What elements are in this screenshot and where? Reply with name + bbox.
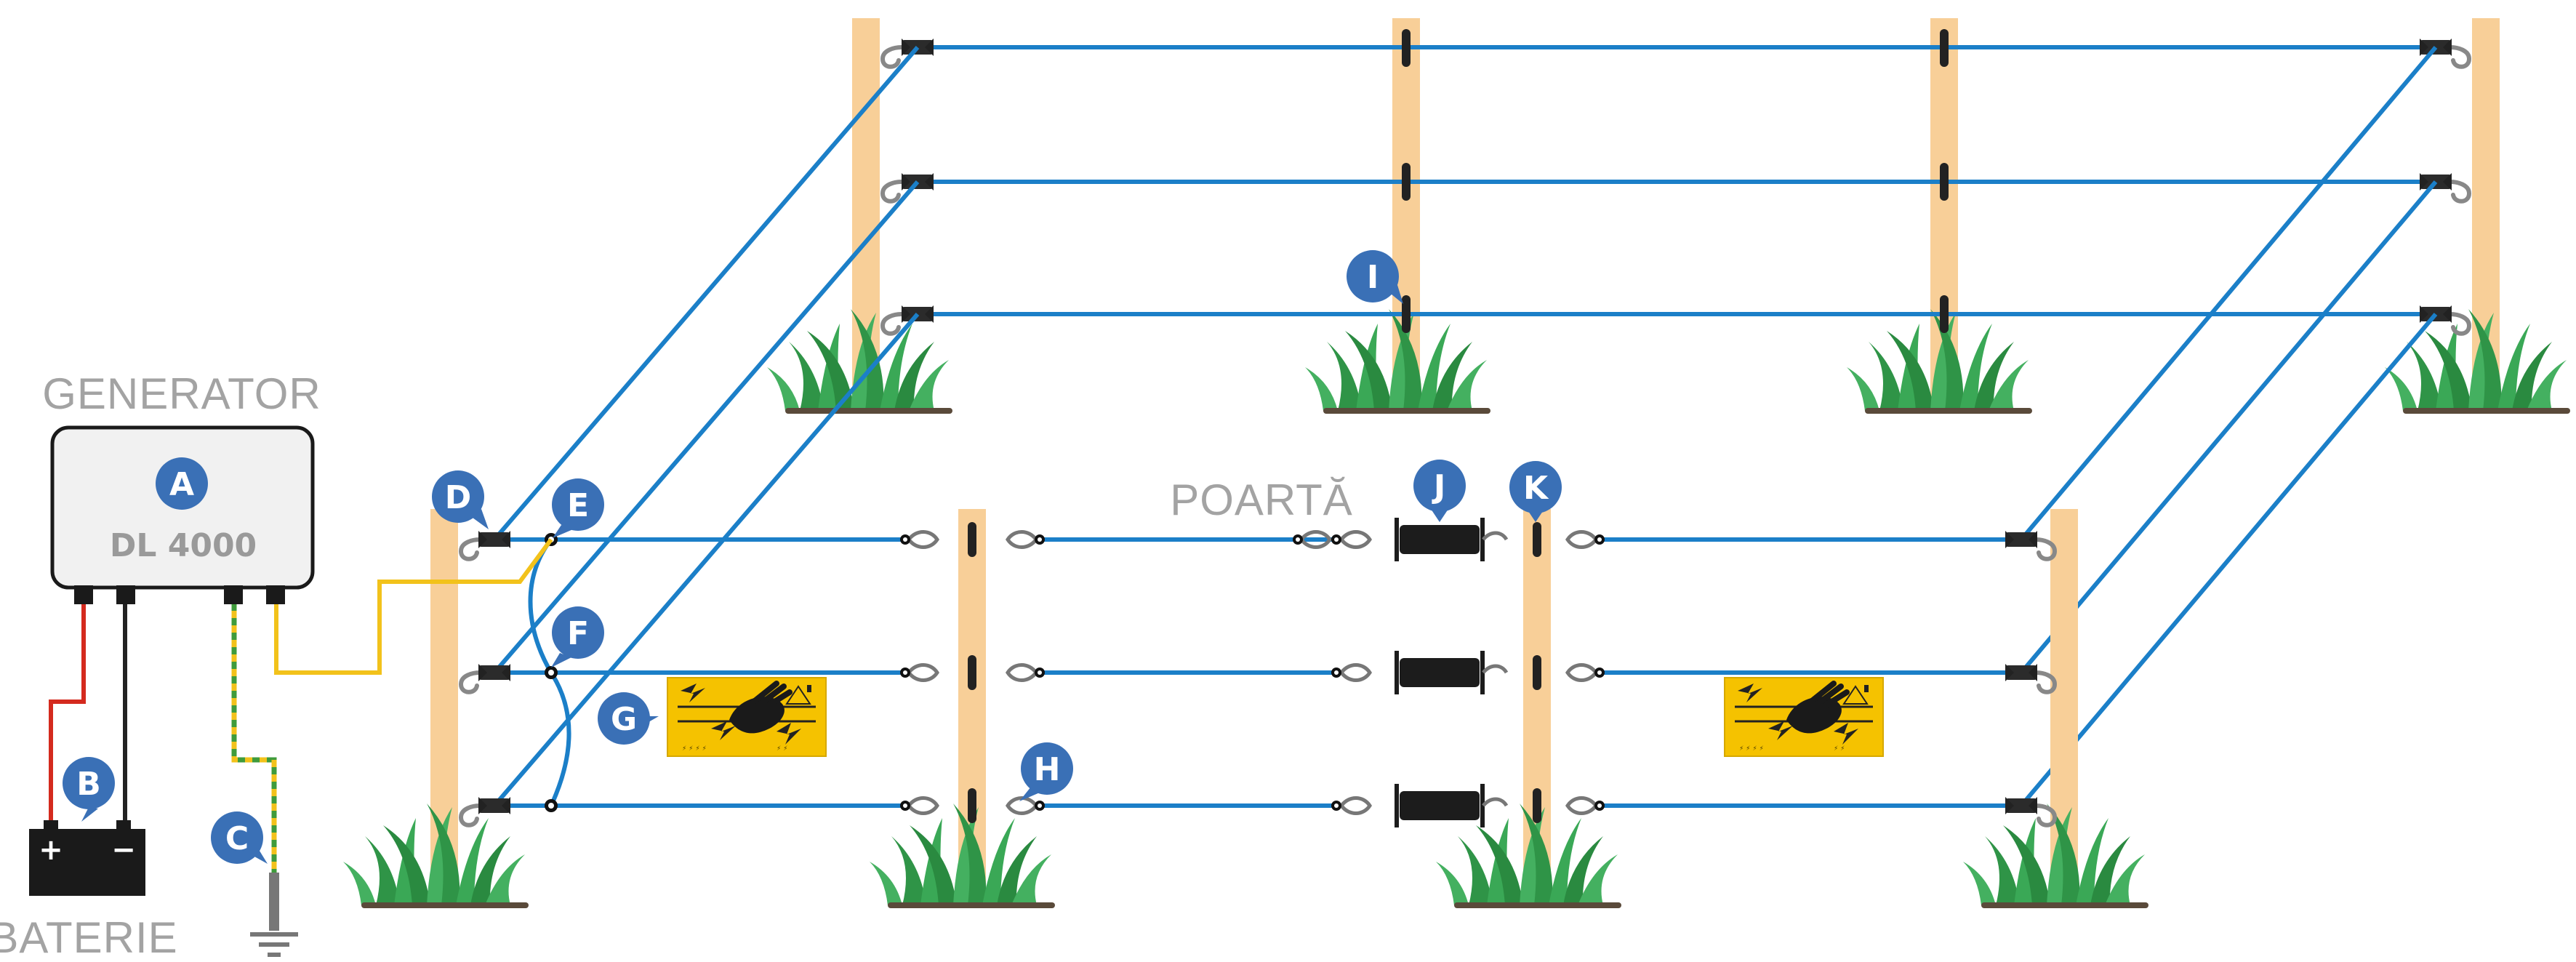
warning-sign-right (1725, 678, 1883, 756)
back-grass (767, 309, 2570, 414)
warning-sign-left (667, 678, 826, 756)
svg-text:E: E (567, 487, 589, 524)
callouts: A B C D E F G (63, 250, 1562, 864)
svg-text:C: C (225, 820, 249, 857)
callout-h: H (1019, 742, 1073, 801)
side-wires (492, 46, 2438, 807)
callout-i: I (1347, 250, 1403, 304)
generator-model: DL 4000 (110, 527, 257, 564)
svg-text:J: J (1432, 468, 1445, 505)
callout-a: A (156, 457, 208, 510)
battery-minus: − (111, 833, 136, 867)
svg-text:G: G (611, 701, 637, 738)
callout-j: J (1413, 460, 1466, 522)
ground-rod (250, 873, 298, 957)
fence-lead-wire (274, 538, 553, 675)
callout-e: E (552, 478, 604, 538)
battery-plus-lead (49, 596, 86, 829)
gate-handles (1293, 518, 1509, 827)
svg-text:A: A (169, 466, 194, 503)
callout-b: B (63, 757, 115, 822)
callout-d: D (432, 470, 489, 529)
svg-text:H: H (1034, 751, 1061, 788)
back-wires (918, 45, 2436, 316)
svg-text:D: D (445, 479, 472, 516)
svg-text:I: I (1367, 259, 1379, 296)
svg-text:K: K (1523, 470, 1549, 507)
front-wires (494, 537, 2021, 808)
generator-label: GENERATOR (42, 369, 321, 418)
ground-lead (231, 596, 277, 873)
post3-connectors (1533, 522, 1605, 823)
front-fence (343, 509, 2148, 908)
front-left-insulators (461, 531, 510, 825)
callout-g: G (598, 692, 659, 745)
back-insulators-left (883, 39, 934, 334)
post2-connectors (900, 522, 1045, 823)
callout-f: F (551, 606, 604, 668)
back-fence (767, 18, 2570, 414)
battery-label: BATERIE (0, 913, 178, 962)
svg-text:F: F (567, 615, 589, 652)
front-right-insulators (2005, 531, 2055, 825)
back-insulators-right (2420, 39, 2469, 334)
svg-text:B: B (76, 766, 101, 803)
callout-c: C (211, 811, 268, 864)
line-insulators (1402, 29, 1949, 333)
battery-box (29, 829, 145, 896)
gate-label: POARTĂ (1170, 476, 1353, 524)
front-grass (343, 803, 2148, 908)
battery-plus: + (39, 833, 63, 867)
callout-k: K (1509, 461, 1562, 522)
